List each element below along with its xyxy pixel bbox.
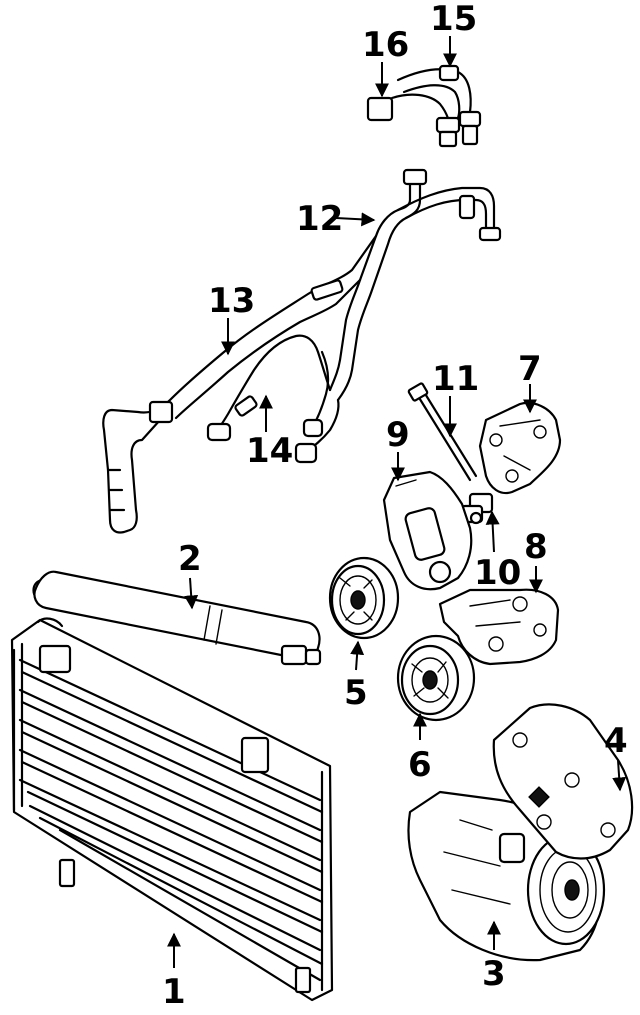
callout-labels: 1 2 3 4 5 6 7 8 9 10 11 12 13 14 15 16 [162,0,628,1012]
callout-13: 13 [208,281,255,321]
sensor-10 [460,492,494,525]
callout-2: 2 [178,539,202,579]
callout-6: 6 [408,745,432,785]
callout-8: 8 [524,527,548,567]
pressure-switch-harness [366,64,482,148]
hose-assembly-13 [102,234,378,534]
leader-lines [167,36,627,968]
callout-4: 4 [604,721,628,761]
tensioner-pulley-6 [396,634,476,722]
callout-12: 12 [296,199,343,239]
bracket-7 [478,401,562,495]
callout-7: 7 [518,349,542,389]
idler-pulley-5 [328,556,400,640]
callout-10: 10 [474,553,521,593]
callout-5: 5 [344,673,368,713]
receiver-drier-2 [32,570,322,666]
callout-14: 14 [246,431,293,471]
callout-11: 11 [432,359,479,399]
hose-assembly-14 [206,334,340,464]
condenser-1 [10,617,334,1002]
callout-9: 9 [386,415,410,455]
tensioner-9 [382,470,473,591]
bracket-4 [492,703,634,860]
callout-15: 15 [430,0,477,39]
callout-3: 3 [482,954,506,994]
callout-16: 16 [362,25,409,65]
callout-1: 1 [162,972,186,1012]
hose-assembly-12 [328,168,502,402]
connector-16 [366,96,394,122]
